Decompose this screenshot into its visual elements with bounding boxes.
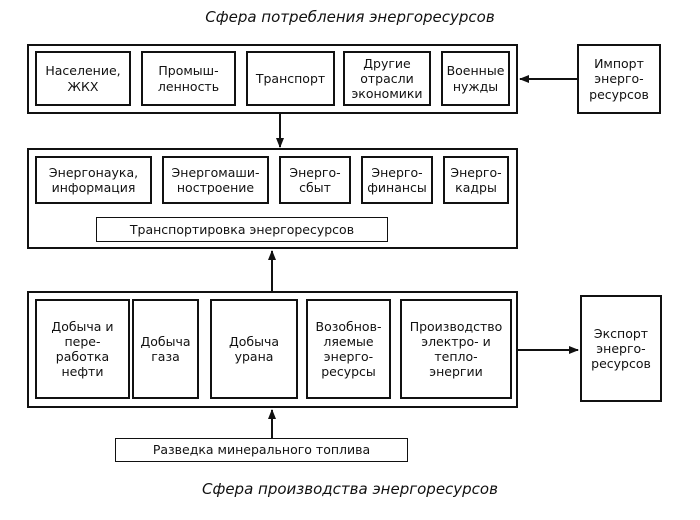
export-box: Экспорт энерго- ресурсов: [580, 295, 662, 402]
consumption-frame: [27, 44, 518, 114]
consumption-military-box: Военные нужды: [441, 51, 510, 106]
consumption-other-sectors-box: Другие отрасли экономики: [343, 51, 431, 106]
production-uranium-box: Добыча урана: [210, 299, 298, 399]
infra-machine-building-box: Энергомаши- ностроение: [162, 156, 269, 204]
production-electricity-heat-box: Производство электро- и тепло- энергии: [400, 299, 512, 399]
infra-transportation-box: Транспортировка энергоресурсов: [96, 217, 388, 242]
infra-science-box: Энергонаука, информация: [35, 156, 152, 204]
title-production-sphere: Сфера производства энергоресурсов: [202, 480, 498, 498]
infrastructure-frame: [27, 148, 518, 249]
infra-personnel-box: Энерго- кадры: [443, 156, 509, 204]
consumption-transport-box: Транспорт: [246, 51, 335, 106]
import-box: Импорт энерго- ресурсов: [577, 44, 661, 114]
production-gas-box: Добыча газа: [132, 299, 199, 399]
production-renewables-box: Возобнов- ляемые энерго- ресурсы: [306, 299, 391, 399]
infra-sales-box: Энерго- сбыт: [279, 156, 351, 204]
consumption-population-box: Население, ЖКХ: [35, 51, 131, 106]
infra-finance-box: Энерго- финансы: [361, 156, 433, 204]
consumption-industry-box: Промыш- ленность: [141, 51, 236, 106]
production-oil-box: Добыча и пере- работка нефти: [35, 299, 130, 399]
exploration-box: Разведка минерального топлива: [115, 438, 408, 462]
production-frame: [27, 291, 518, 408]
title-consumption-sphere: Сфера потребления энергоресурсов: [205, 8, 495, 26]
